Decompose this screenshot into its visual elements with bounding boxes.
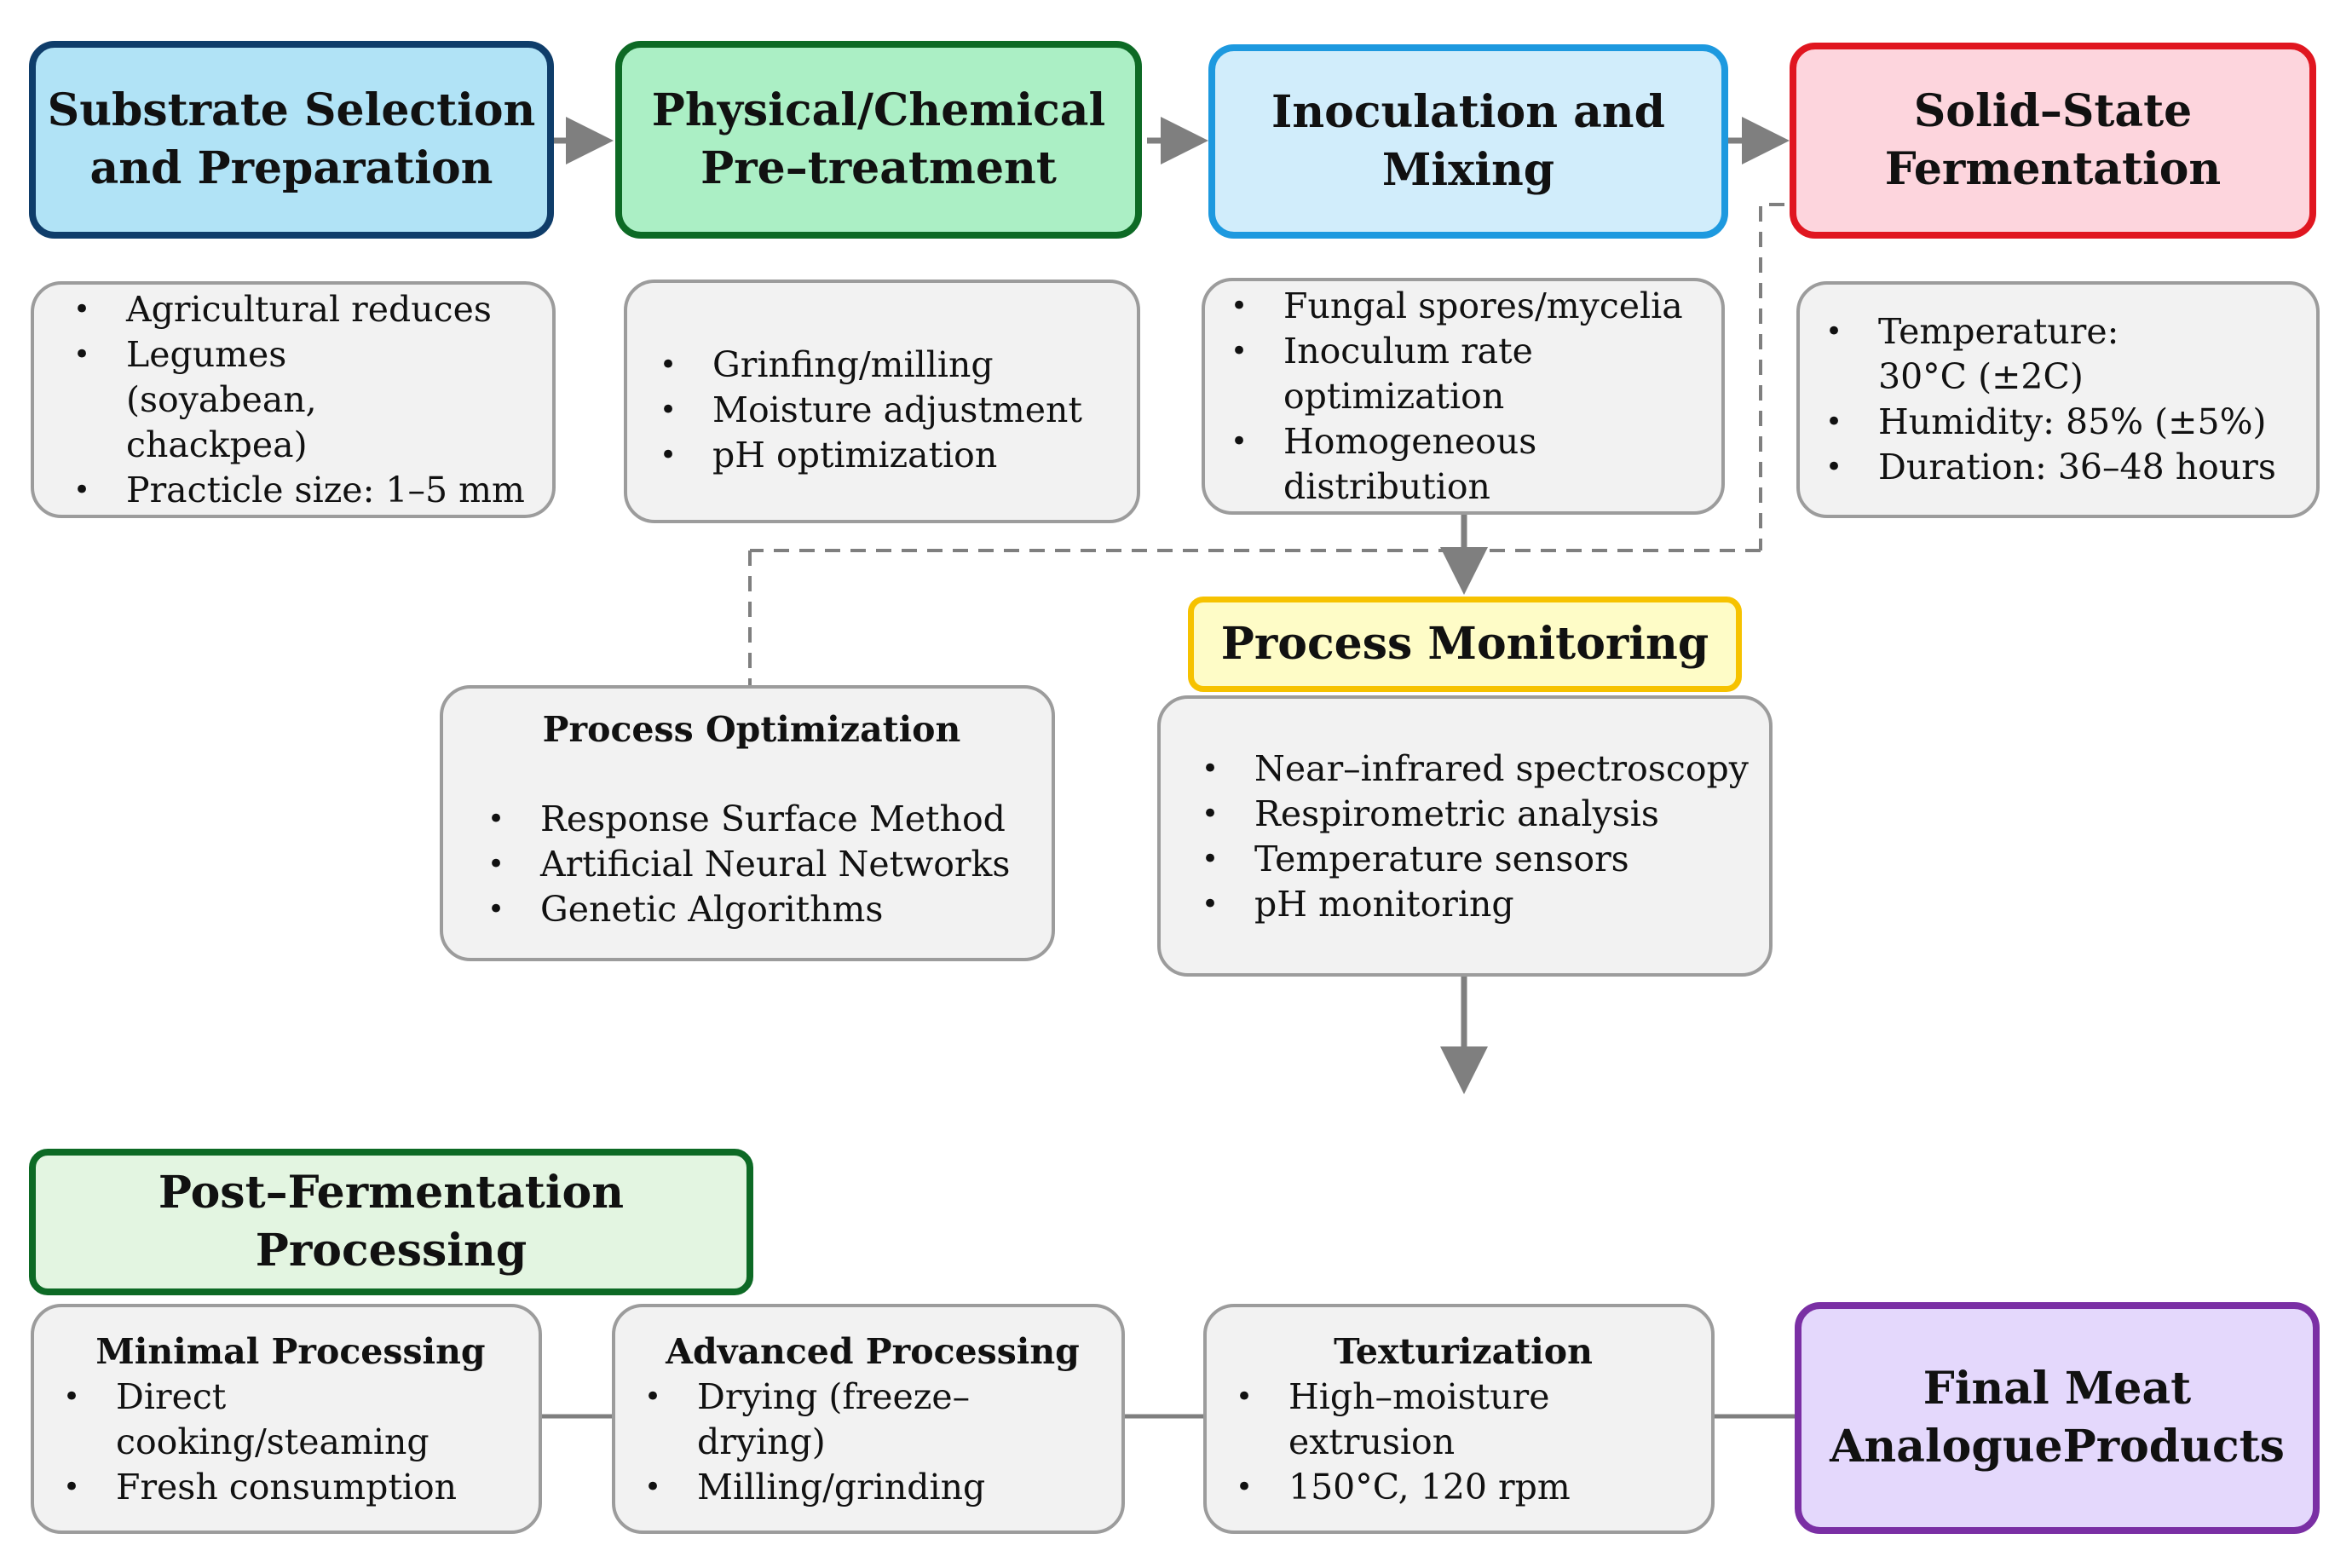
list-item: Response Surface Method <box>481 797 1035 842</box>
dashed-feedback-loop <box>748 203 1784 686</box>
optimization-list: Response Surface Method Artificial Neura… <box>469 797 1035 932</box>
ssf-title-line-1: Solid–State <box>1913 85 2193 137</box>
postferm-title-line-2: Processing <box>255 1225 527 1277</box>
inoculation-stage: Inoculation and Mixing <box>1208 44 1728 239</box>
list-item: Temperature sensors <box>1195 837 1752 882</box>
substrate-selection-stage: Substrate Selection and Preparation <box>29 41 554 239</box>
final-title-line-1: Final Meat <box>1923 1363 2192 1415</box>
pretreat-details-box: Grinfing/milling Moisture adjustment pH … <box>624 280 1140 523</box>
list-item: Genetic Algorithms <box>481 887 1035 932</box>
ssf-details-list: Temperature: 30°C (±2C) Humidity: 85% (±… <box>1819 309 2303 490</box>
final-title-line-2: AnalogueProducts <box>1830 1421 2285 1473</box>
list-item: 150°C, 120 rpm <box>1229 1465 1698 1510</box>
monitoring-details-box: Near–infrared spectroscopy Respirometric… <box>1157 695 1773 977</box>
postferm-title-line-1: Post–Fermentation <box>158 1167 625 1219</box>
list-item: Legumes (soyabean, chackpea) <box>66 332 528 468</box>
substrate-title-line-1: Substrate Selection <box>47 84 536 136</box>
solid-state-fermentation-stage: Solid–State Fermentation <box>1790 43 2316 239</box>
list-item: Fungal spores/mycelia <box>1224 284 1708 329</box>
pretreatment-stage: Physical/Chemical Pre–treatment <box>615 41 1142 239</box>
list-item: Inoculum rate optimization <box>1224 329 1708 419</box>
ssf-title-line-2: Fermentation <box>1884 143 2222 195</box>
process-monitoring-stage: Process Monitoring <box>1188 597 1742 692</box>
list-item: High–moisture extrusion <box>1229 1375 1698 1465</box>
list-item: Drying (freeze–drying) <box>637 1375 1108 1465</box>
list-item: Practicle size: 1–5 mm <box>66 468 528 513</box>
pretreat-title-line-1: Physical/Chemical <box>651 84 1106 136</box>
pretreat-title-line-2: Pre–treatment <box>700 142 1057 194</box>
list-item: Moisture adjustment <box>653 388 1120 433</box>
pretreat-details-list: Grinfing/milling Moisture adjustment pH … <box>653 343 1120 478</box>
inoculation-details-box: Fungal spores/mycelia Inoculum rate opti… <box>1202 278 1725 515</box>
list-item: Duration: 36–48 hours <box>1819 445 2303 490</box>
list-item: Direct cooking/steaming <box>56 1375 525 1465</box>
minimal-list: Direct cooking/steaming Fresh consumptio… <box>56 1375 525 1510</box>
list-item: Fresh consumption <box>56 1465 525 1510</box>
process-optimization-box: Process Optimization Response Surface Me… <box>440 685 1055 961</box>
list-item: Artificial Neural Networks <box>481 842 1035 887</box>
monitoring-title: Process Monitoring <box>1220 618 1709 670</box>
substrate-title-line-2: and Preparation <box>89 142 493 194</box>
advanced-processing-box: Advanced Processing Drying (freeze–dryin… <box>612 1304 1125 1534</box>
advanced-list: Drying (freeze–drying) Milling/grinding <box>637 1375 1108 1510</box>
list-item: Milling/grinding <box>637 1465 1108 1510</box>
monitoring-details-list: Near–infrared spectroscopy Respirometric… <box>1183 747 1752 927</box>
optimization-title: Process Optimization <box>542 709 961 750</box>
texturization-list: High–moisture extrusion 150°C, 120 rpm <box>1229 1375 1698 1510</box>
advanced-title: Advanced Processing <box>666 1331 1080 1372</box>
list-item: Homogeneous distribution <box>1224 419 1708 510</box>
inoculation-details-list: Fungal spores/mycelia Inoculum rate opti… <box>1224 284 1708 510</box>
list-item: Temperature: 30°C (±2C) <box>1819 309 2303 400</box>
substrate-details-box: Agricultural reduces Legumes (soyabean, … <box>31 281 556 518</box>
substrate-details-list: Agricultural reduces Legumes (soyabean, … <box>66 287 528 513</box>
post-fermentation-stage: Post–Fermentation Processing <box>29 1149 753 1295</box>
texturization-title: Texturization <box>1334 1331 1593 1372</box>
list-item: Agricultural reduces <box>66 287 528 332</box>
list-item: Near–infrared spectroscopy <box>1195 747 1752 792</box>
list-item: Humidity: 85% (±5%) <box>1819 400 2303 445</box>
minimal-processing-box: Minimal Processing Direct cooking/steami… <box>31 1304 542 1534</box>
minimal-title: Minimal Processing <box>95 1331 486 1372</box>
final-products-stage: Final Meat AnalogueProducts <box>1795 1302 2320 1534</box>
list-item: Grinfing/milling <box>653 343 1120 388</box>
list-item: pH optimization <box>653 433 1120 478</box>
inoculation-title-line-1: Inoculation and <box>1271 86 1665 138</box>
texturization-box: Texturization High–moisture extrusion 15… <box>1203 1304 1715 1534</box>
list-item: Respirometric analysis <box>1195 792 1752 837</box>
ssf-details-box: Temperature: 30°C (±2C) Humidity: 85% (±… <box>1796 281 2320 518</box>
list-item: pH monitoring <box>1195 882 1752 927</box>
inoculation-title-line-2: Mixing <box>1381 144 1555 196</box>
